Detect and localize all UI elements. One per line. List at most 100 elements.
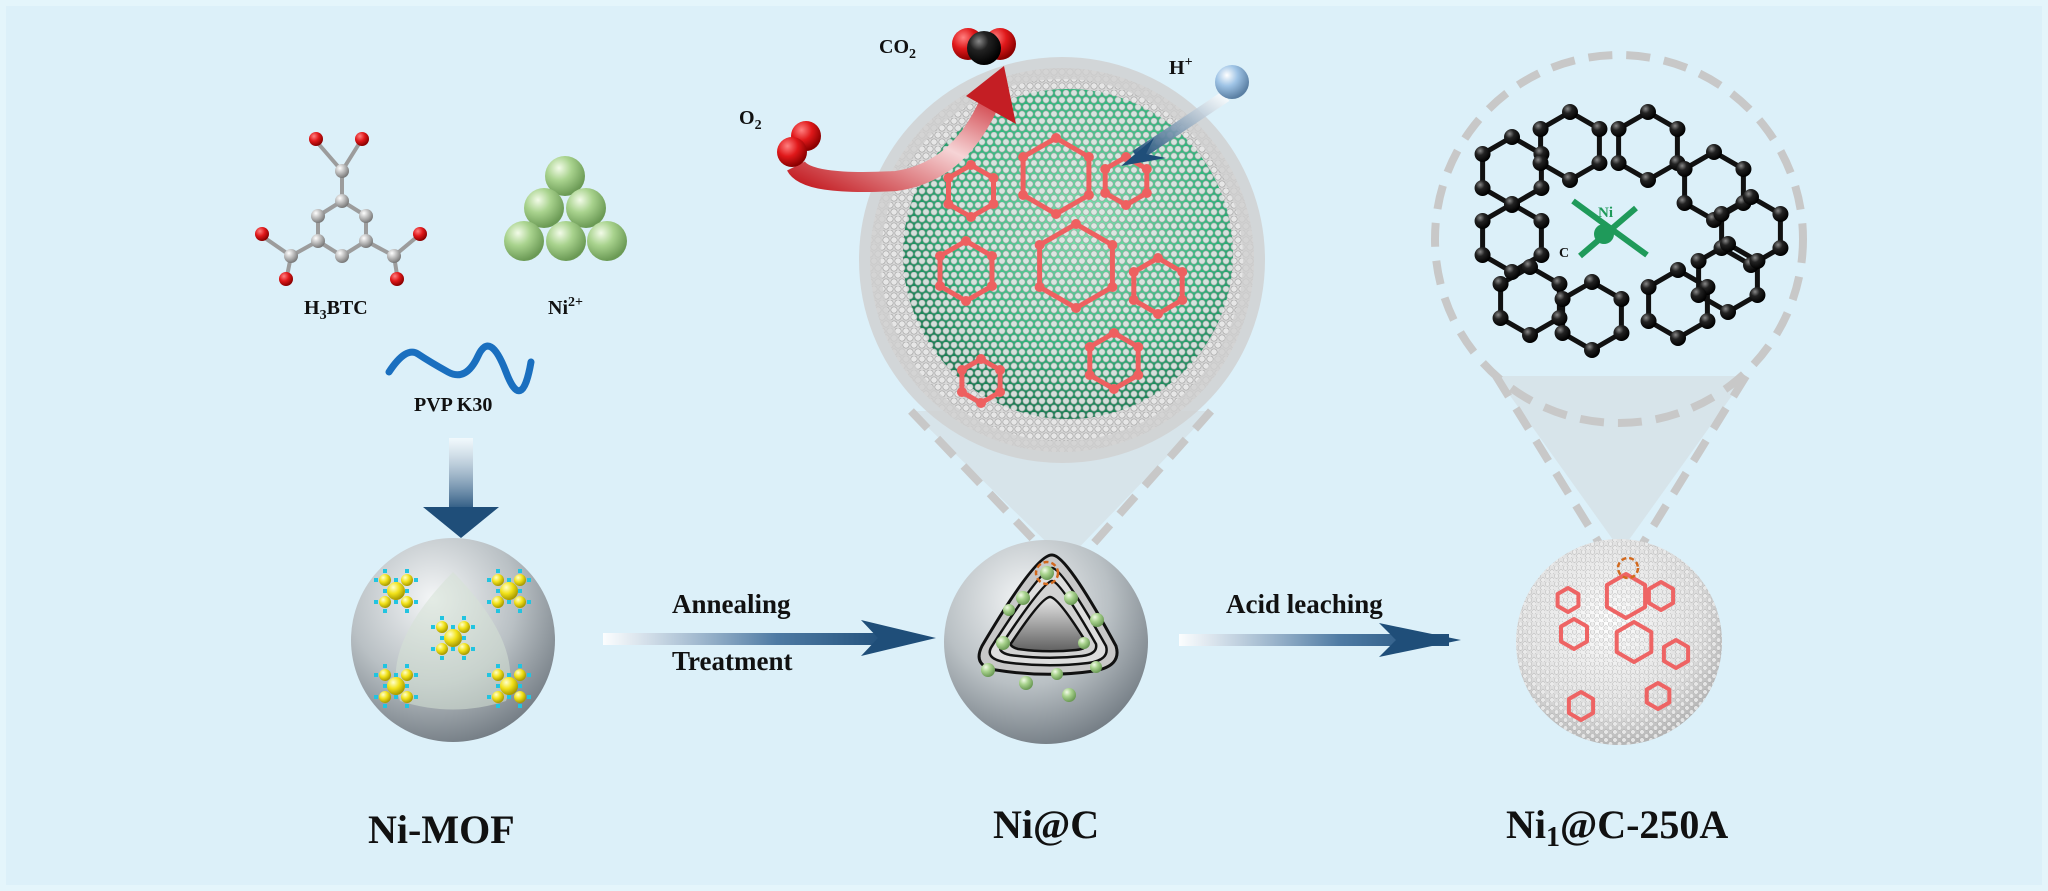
carbon-ring — [1538, 109, 1602, 183]
carbon-atom-icon — [1562, 104, 1578, 120]
h-plus-ion-icon — [1215, 65, 1249, 99]
defect-ring — [1644, 681, 1672, 711]
defect-ring — [1555, 586, 1581, 614]
carbon-atom-icon — [1640, 172, 1656, 188]
carbon-atom-icon — [1749, 287, 1766, 303]
defect-ring — [1614, 620, 1654, 664]
co2-label: CO2 — [879, 36, 916, 62]
annealing-arrow — [603, 620, 936, 656]
co2-molecule-icon — [952, 28, 1016, 65]
h-plus-label: H+ — [1169, 55, 1193, 79]
carbon-atom-icon — [1504, 129, 1520, 145]
carbon-atom-icon — [1676, 161, 1693, 177]
ni-ion-cluster-icon — [504, 156, 627, 261]
acid-leaching-arrow — [1179, 623, 1461, 657]
mof-unit-icon — [487, 664, 531, 708]
defect-ring — [1661, 638, 1691, 670]
carbon-atom-icon — [1504, 264, 1520, 280]
carbon-atom-icon — [1640, 104, 1656, 120]
stage-label-ni1-c-250a: Ni1@C-250A — [1506, 802, 1728, 853]
carbon-atom-icon — [1474, 180, 1491, 196]
carbon-atom-icon — [1610, 155, 1627, 171]
defect-ring — [1566, 690, 1596, 722]
carbon-ring — [1682, 149, 1746, 223]
scheme-svg: H3BTC Ni2+ PVP K30 Annealing Treatment — [255, 28, 1807, 853]
carbon-atom-icon — [1532, 155, 1549, 171]
carbon-atom-icon — [1699, 313, 1716, 329]
stage-label-ni-c: Ni@C — [993, 802, 1099, 847]
o2-to-co2-arrow — [787, 66, 1016, 192]
carbon-atom-icon — [1474, 213, 1491, 229]
highlight-circle — [1616, 556, 1640, 580]
h-plus-arrow — [1121, 91, 1230, 166]
carbon-atom-icon — [1640, 279, 1657, 295]
ni-c-particle — [944, 540, 1148, 744]
carbon-atom-icon — [1551, 310, 1568, 326]
carbon-atom-icon — [1720, 304, 1736, 320]
carbon-atom-icon — [1670, 262, 1686, 278]
carbon-ring — [1560, 279, 1624, 353]
carbon-atom-icon — [1610, 121, 1627, 137]
o2-molecule-icon — [777, 121, 821, 167]
carbon-atom-icon — [1492, 310, 1509, 326]
defect-ring — [1646, 580, 1676, 612]
ni1-c-250a-particle — [1516, 539, 1722, 745]
carbon-atom-icon — [1772, 206, 1789, 222]
carbon-atom-icon — [1584, 342, 1600, 358]
carbon-atom-icon — [1772, 240, 1789, 256]
pvp-label: PVP K30 — [414, 394, 492, 416]
carbon-atom-icon — [1613, 291, 1630, 307]
stage-label-ni-mof: Ni-MOF — [368, 807, 515, 852]
c-atom-label: C — [1559, 246, 1569, 261]
carbon-ring — [1616, 109, 1680, 183]
mof-unit-icon — [431, 616, 475, 660]
carbon-atom-icon — [1554, 325, 1571, 341]
defect-ring — [1559, 617, 1589, 651]
step-acid-leaching: Acid leaching — [1226, 589, 1383, 619]
scheme-canvas: H3BTC Ni2+ PVP K30 Annealing Treatment — [6, 6, 2042, 885]
carbon-atom-icon — [1533, 247, 1550, 263]
o2-label: O2 — [739, 107, 762, 133]
carbon-atom-icon — [1735, 161, 1752, 177]
step-annealing-line2: Treatment — [672, 646, 792, 676]
carbon-atom-icon — [1584, 274, 1600, 290]
atomic-model-zoom: Ni C — [1431, 51, 1807, 427]
carbon-atom-icon — [1613, 325, 1630, 341]
carbon-atom-icon — [1670, 330, 1686, 346]
carbon-atom-icon — [1591, 155, 1608, 171]
carbon-atom-icon — [1554, 291, 1571, 307]
ni-mof-particle — [351, 538, 555, 742]
ni-c-zoom-sphere — [859, 57, 1265, 463]
pvp-polymer-icon — [385, 342, 535, 395]
carbon-atom-icon — [1690, 253, 1707, 269]
carbon-atom-icon — [1640, 313, 1657, 329]
ni-atom-label: Ni — [1598, 205, 1613, 221]
carbon-atom-icon — [1749, 253, 1766, 269]
zoom-cone-ni1 — [1492, 373, 1750, 554]
carbon-atom-icon — [1522, 327, 1538, 343]
h3btc-molecule-icon — [255, 132, 427, 286]
carbon-atom-icon — [1676, 195, 1693, 211]
defect-ring — [1604, 572, 1648, 620]
carbon-atom-icon — [1669, 121, 1686, 137]
h3btc-label: H3BTC — [304, 297, 368, 323]
down-arrow-icon — [423, 438, 499, 538]
carbon-atom-icon — [1533, 180, 1550, 196]
carbon-atom-icon — [1474, 247, 1491, 263]
ni-atom-icon — [1594, 224, 1614, 244]
carbon-atom-icon — [1533, 213, 1550, 229]
carbon-atom-icon — [1743, 189, 1759, 205]
carbon-ring — [1480, 134, 1544, 208]
mof-unit-icon — [374, 569, 418, 613]
ni-ion-label: Ni2+ — [548, 295, 583, 319]
carbon-atom-icon — [1713, 206, 1730, 222]
mof-unit-icon — [374, 664, 418, 708]
carbon-atom-icon — [1474, 146, 1491, 162]
step-annealing-line1: Annealing — [672, 589, 791, 619]
ni-c4-site — [1571, 198, 1649, 259]
carbon-atom-icon — [1551, 276, 1568, 292]
carbon-atom-icon — [1690, 287, 1707, 303]
carbon-atom-icon — [1562, 172, 1578, 188]
mof-unit-icon — [487, 569, 531, 613]
carbon-atom-icon — [1591, 121, 1608, 137]
